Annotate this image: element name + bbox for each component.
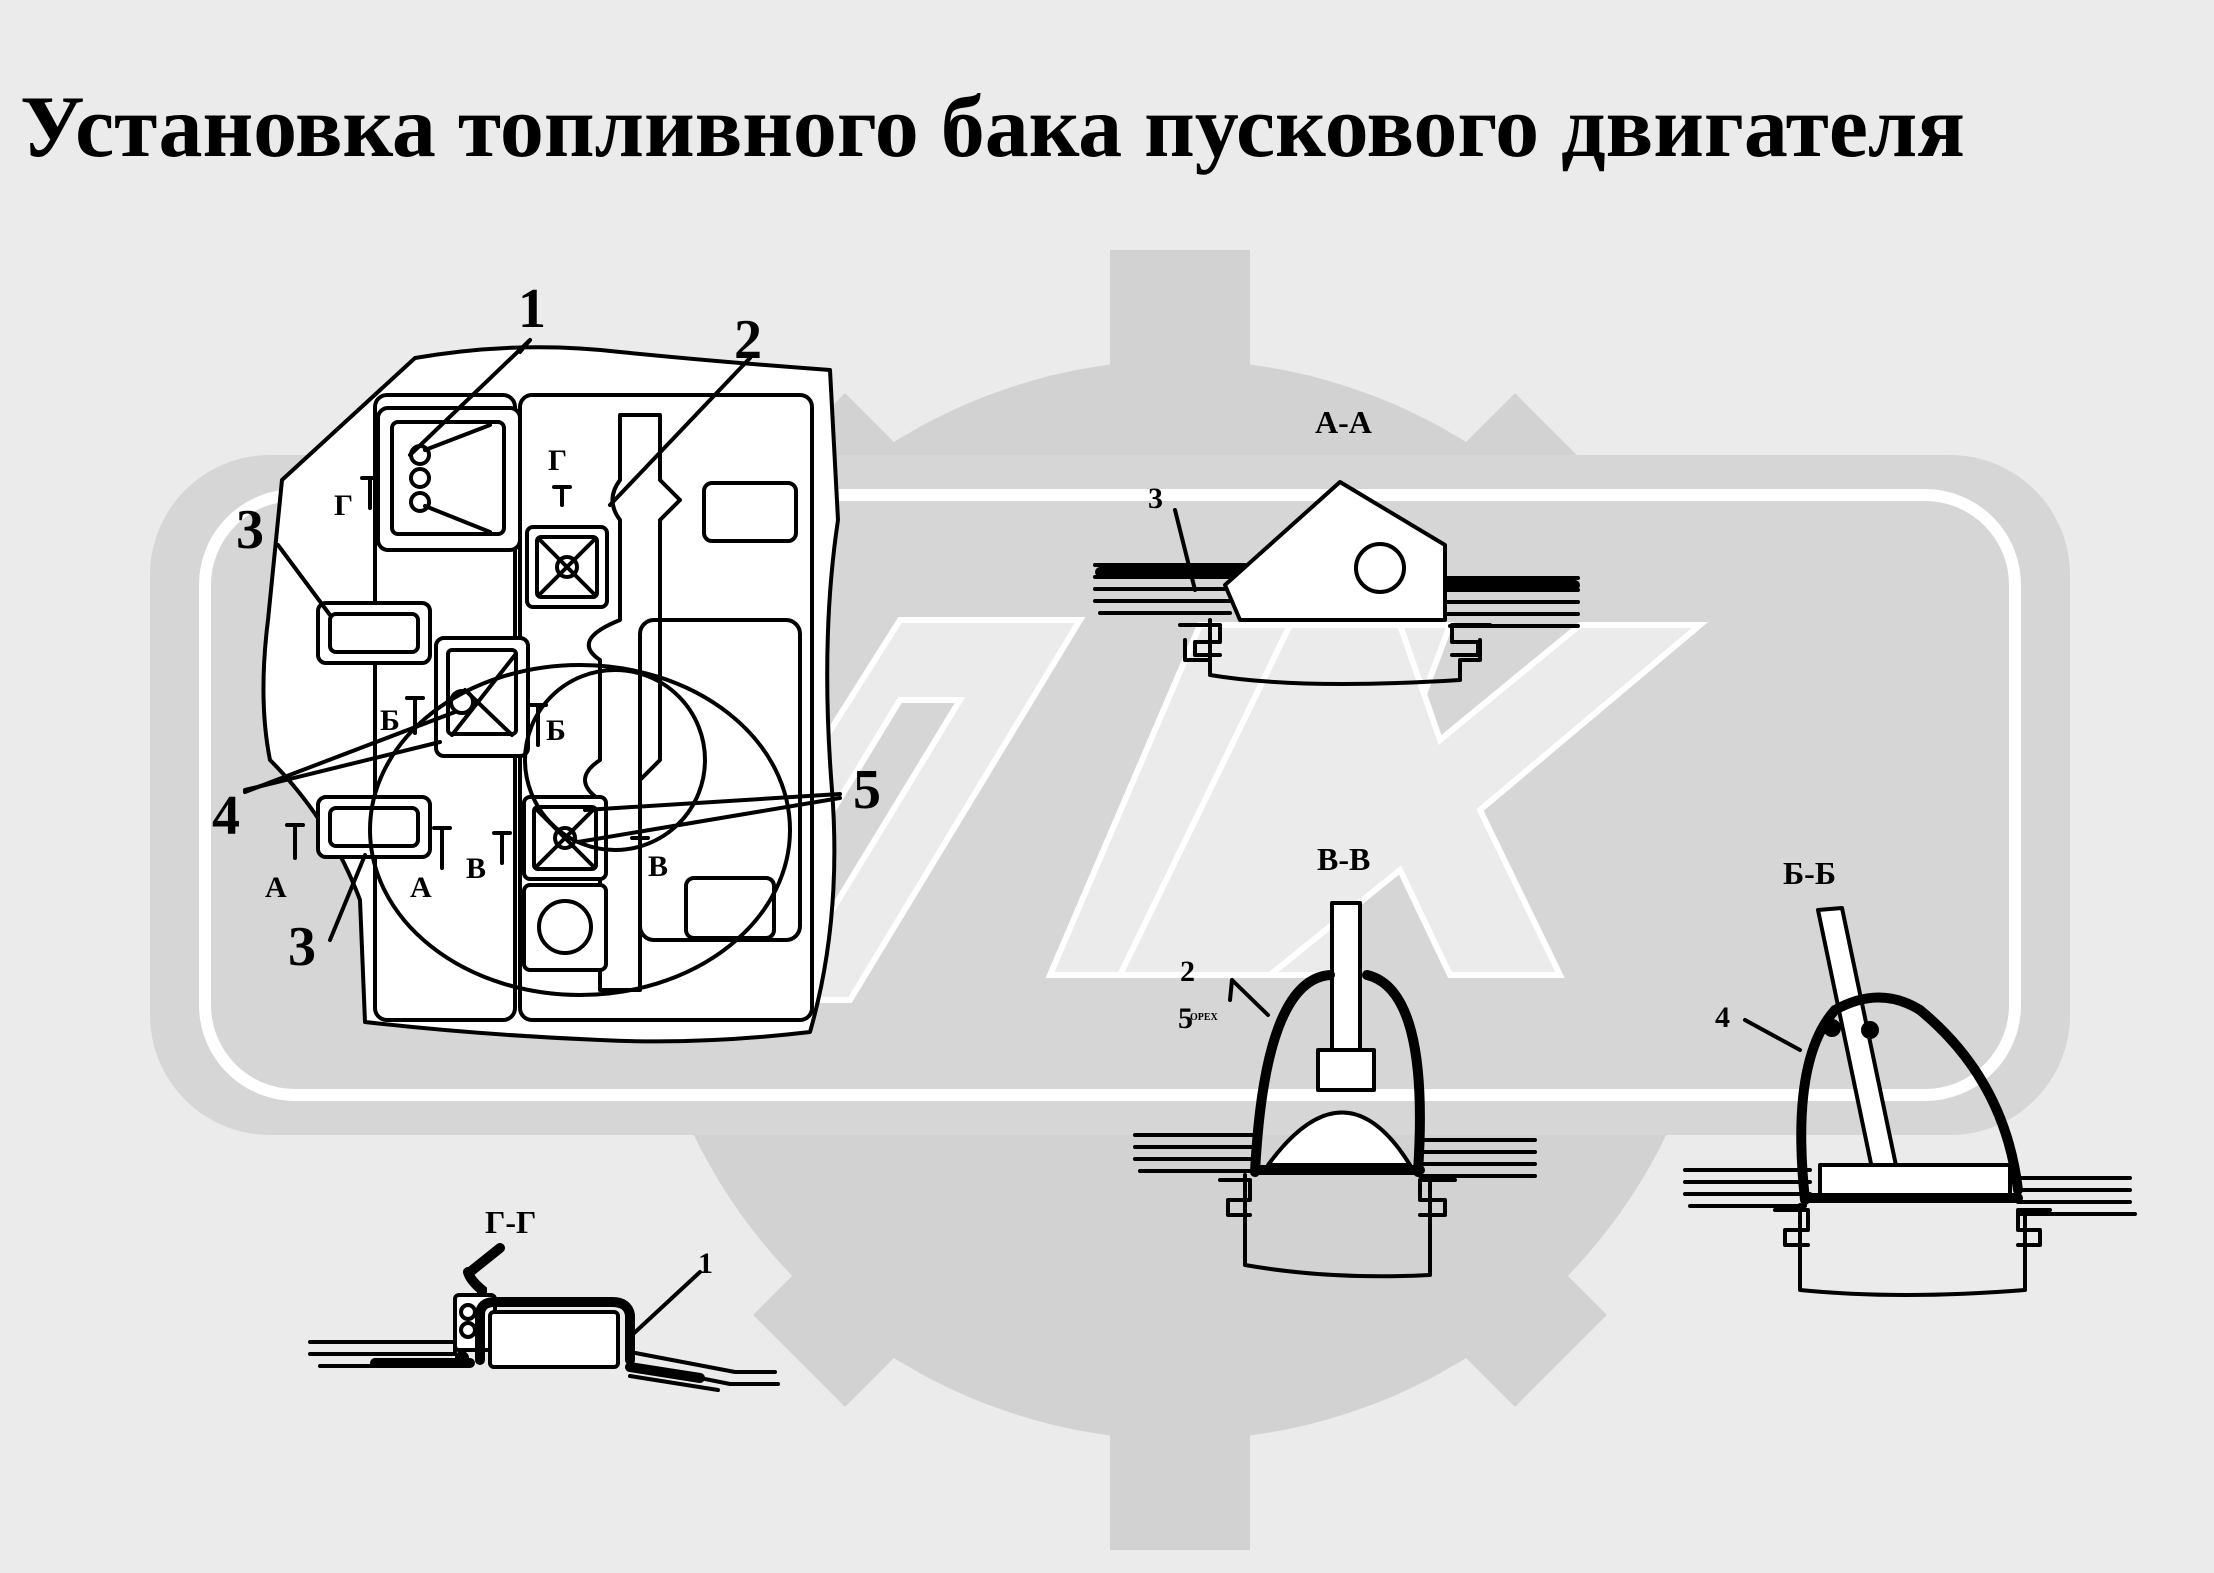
section-gg-callout-1: 1	[698, 1247, 713, 1280]
section-aa-seam-left	[1178, 623, 1222, 657]
section-bb-clamp-end-right	[1861, 1021, 1879, 1039]
section-bb-clamp	[1796, 992, 2023, 1205]
rubber-pads	[316, 481, 798, 940]
watermark-band-inner	[199, 489, 2021, 1101]
drain-plug-assembly	[434, 636, 530, 758]
section-vv: В-В 2 5	[1133, 841, 1537, 1279]
right-hatch	[638, 618, 802, 942]
detail-ellipse	[368, 663, 792, 997]
section-gg-pipe	[463, 1243, 505, 1310]
section-aa-seam-right	[1450, 623, 1492, 657]
main-plan-view: 1 2 3 3 4 5 Г Г Б Б А А В В	[212, 278, 881, 1044]
watermark-text: OPEX	[1190, 1012, 1219, 1023]
clamp-upper	[525, 525, 609, 609]
section-aa-hole	[1354, 542, 1406, 594]
section-vv-bolt	[1330, 901, 1362, 1055]
mark-g-left: Г	[334, 489, 353, 522]
section-bb-tank-wall	[1798, 1203, 2027, 1297]
section-vv-sheet-layers	[1133, 1133, 1537, 1178]
section-gg: Г-Г 1	[308, 1204, 780, 1392]
section-vv-dome	[1266, 1110, 1412, 1167]
page-title: Установка топливного бака пускового двиг…	[20, 79, 1965, 176]
callout-3-bottom: 3	[288, 916, 316, 978]
section-aa-leader	[1173, 508, 1197, 592]
section-bb-seam-left	[1773, 1208, 1810, 1247]
mark-v-right: В	[648, 850, 668, 883]
mark-b-right: Б	[546, 714, 566, 747]
section-vv-callout-2: 2	[1180, 955, 1195, 988]
section-aa-label: А-А	[1315, 404, 1372, 440]
section-bb-label: Б-Б	[1783, 855, 1836, 891]
section-aa: А-А 3	[1093, 404, 1580, 686]
mark-v-left: В	[466, 852, 486, 885]
section-vv-leader	[1228, 978, 1270, 1017]
section-vv-clamp	[1250, 970, 1425, 1177]
callout-4: 4	[212, 785, 240, 847]
section-bb-clamp-end-left	[1823, 1019, 1841, 1037]
section-aa-callout-3: 3	[1148, 482, 1163, 515]
section-bb-sheet-layers	[1683, 1168, 2137, 1216]
callout-1: 1	[518, 278, 546, 340]
clamp-lower	[522, 795, 608, 972]
section-vv-tank-wall	[1243, 1173, 1432, 1279]
section-vv-seam-right	[1418, 1178, 1457, 1217]
callout-5: 5	[853, 759, 881, 821]
section-cut-markers	[285, 476, 650, 885]
section-gg-sheet-layers	[308, 1340, 780, 1392]
section-gg-leader	[630, 1270, 702, 1337]
section-gg-clamp	[475, 1297, 635, 1365]
section-gg-ring-1	[459, 1303, 477, 1321]
section-bb-leader	[1743, 1018, 1802, 1052]
section-vv-seam-left	[1218, 1178, 1252, 1217]
section-gg-label: Г-Г	[485, 1204, 536, 1240]
mark-a-right: А	[410, 871, 432, 904]
section-bb-callout-4: 4	[1715, 1001, 1730, 1034]
section-bb: Б-Б 4	[1683, 855, 2137, 1297]
detail-circle	[523, 668, 707, 852]
section-bb-seam-right	[2016, 1208, 2052, 1247]
mark-g-right: Г	[548, 444, 567, 477]
mark-b-left: Б	[380, 704, 400, 737]
section-gg-ring-2	[459, 1321, 477, 1339]
section-aa-sheet-layers	[1093, 563, 1580, 628]
section-vv-label: В-В	[1317, 841, 1370, 877]
mark-a-left: А	[265, 871, 287, 904]
callout-3-top: 3	[236, 499, 264, 561]
section-bb-pad	[1818, 1163, 2012, 1197]
section-vv-callout-5: 5	[1178, 1002, 1193, 1035]
filler-neck-assembly	[376, 406, 522, 552]
section-gg-body	[488, 1310, 620, 1369]
callout-2: 2	[734, 309, 762, 371]
leader-lines	[243, 338, 842, 942]
section-vv-nut	[1316, 1048, 1376, 1092]
